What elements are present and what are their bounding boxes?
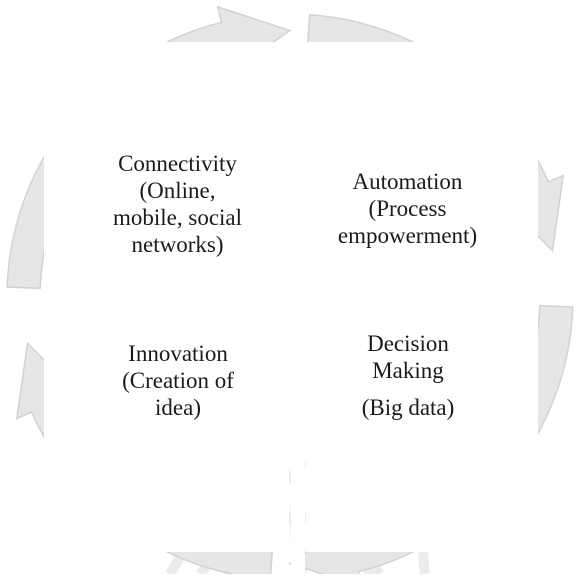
quadrant-line: Automation: [352, 169, 463, 194]
quadrant-line: Decision: [367, 331, 449, 356]
quadrant-line: (Online,: [139, 178, 216, 203]
quadrant-line: idea): [155, 395, 201, 420]
quadrant-line: Innovation: [128, 341, 228, 366]
quadrant-line: Connectivity: [118, 151, 237, 176]
quadrant-line: (Process: [368, 196, 447, 221]
vertical-divider: [291, 0, 305, 574]
quadrant-panel-bottom-right: [306, 304, 538, 552]
quadrant-line: mobile, social: [112, 205, 243, 230]
quadrant-text-top-left: Connectivity (Online, mobile, social net…: [70, 150, 285, 258]
quadrant-line: (Creation of: [122, 368, 234, 393]
quadrant-line: empowerment): [337, 223, 478, 248]
quadrant-panel-top-left: [44, 42, 289, 289]
quadrant-line: Making: [372, 358, 444, 383]
quadrant-text-top-right: Automation (Process empowerment): [315, 168, 500, 249]
quadrant-line: (Big data): [361, 395, 455, 420]
quadrant-panel-bottom-left: [44, 304, 289, 552]
quadrant-panel-top-right: [306, 42, 538, 289]
quadrant-text-bottom-right: Decision Making (Big data): [318, 330, 498, 421]
quadrant-line: networks): [131, 232, 224, 257]
quadrant-text-bottom-left: Innovation (Creation of idea): [78, 340, 278, 421]
horizontal-divider: [0, 291, 576, 303]
